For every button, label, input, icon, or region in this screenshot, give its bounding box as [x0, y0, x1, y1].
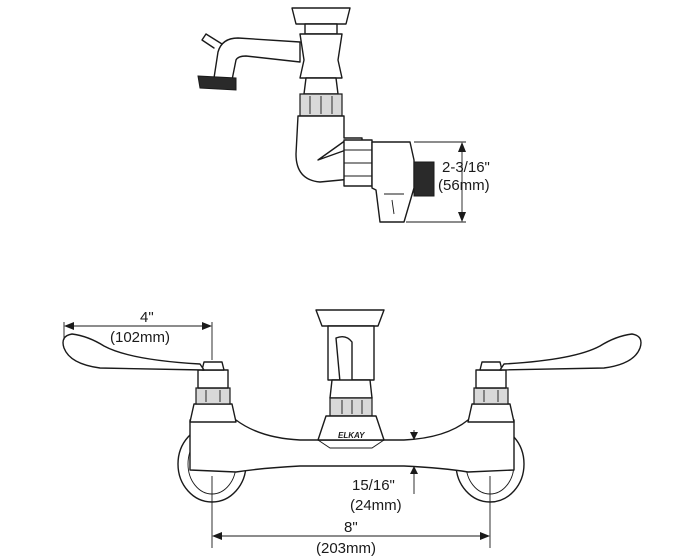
dimension-side-height: 2-3/16" (56mm) [438, 142, 490, 222]
side-height-metric: (56mm) [438, 177, 490, 194]
handle-length-imperial: 4" [140, 309, 154, 326]
front-view: ELKAY [62, 309, 642, 503]
handle-length-metric: (102mm) [110, 329, 170, 346]
side-height-imperial: 2-3/16" [442, 159, 490, 176]
dimension-center-spread: 8" (203mm) [211, 476, 491, 557]
spout-offset-imperial: 15/16" [352, 477, 395, 494]
center-spread-imperial: 8" [344, 519, 358, 536]
spout-offset-metric: (24mm) [350, 497, 402, 514]
side-view [197, 7, 466, 223]
dimension-handle-length: 4" (102mm) [63, 309, 213, 360]
brand-mark: ELKAY [338, 431, 365, 440]
center-spread-metric: (203mm) [316, 540, 376, 557]
dimension-spout-offset: 15/16" (24mm) [350, 430, 418, 514]
